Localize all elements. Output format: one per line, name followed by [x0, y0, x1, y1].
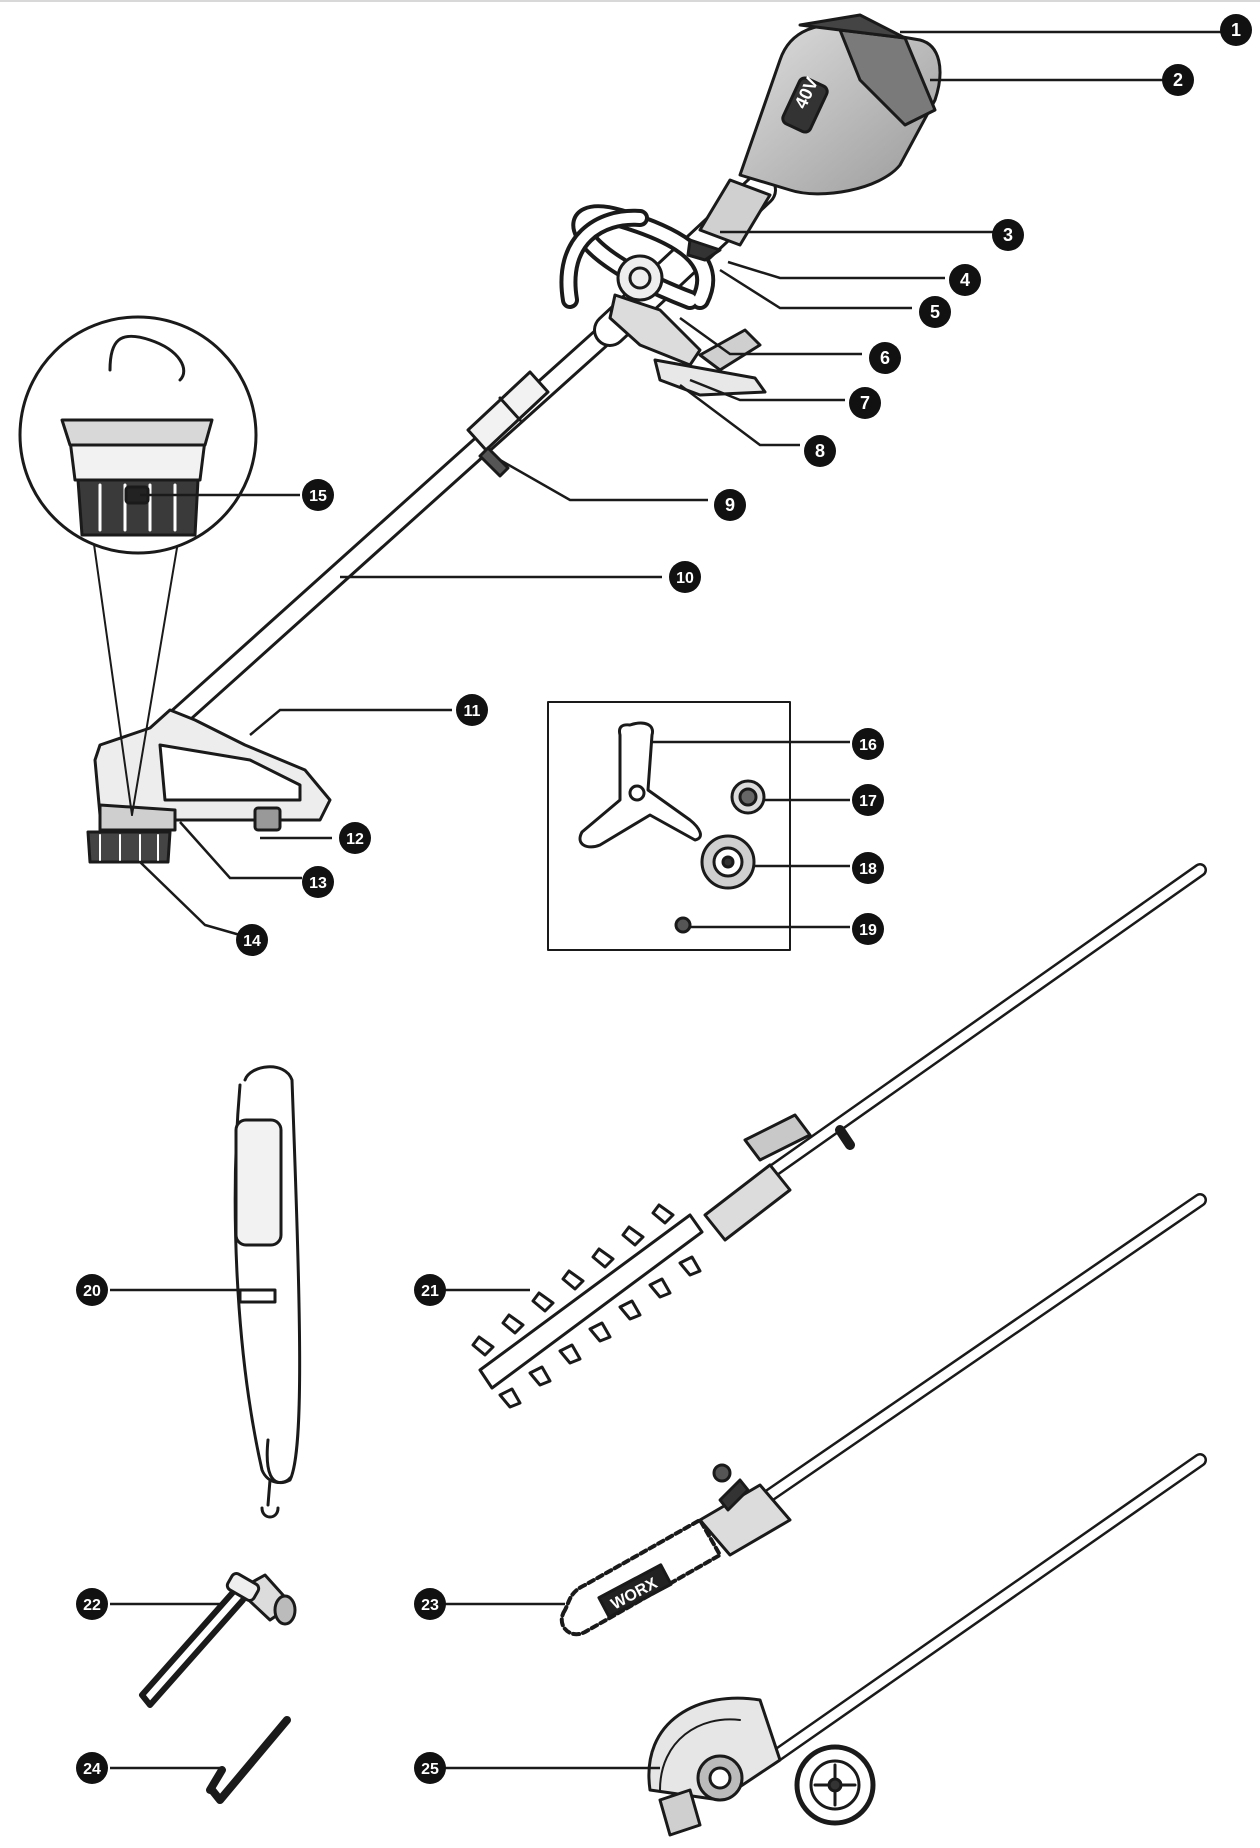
- callout-8: 8: [804, 435, 836, 467]
- callout-badge-circle: [456, 694, 488, 726]
- callout-number: 2: [1173, 70, 1183, 90]
- callout-number: 1: [1231, 20, 1241, 40]
- callout-22: 22: [76, 1588, 108, 1620]
- callout-number: 4: [960, 270, 970, 290]
- callout-number: 7: [860, 393, 870, 413]
- callout-number: 5: [930, 302, 940, 322]
- callout-number: 12: [346, 831, 364, 848]
- callout-21: 21: [414, 1274, 446, 1306]
- callout-number: 23: [421, 1597, 439, 1614]
- callout-20: 20: [76, 1274, 108, 1306]
- callout-badge-circle: [76, 1588, 108, 1620]
- callout-number: 11: [464, 703, 481, 720]
- callout-25: 25: [414, 1752, 446, 1784]
- callout-9: 9: [714, 489, 746, 521]
- shoulder-strap: [233, 1065, 302, 1519]
- top-border: [0, 0, 1260, 2]
- callout-14: 14: [236, 924, 268, 956]
- callout-badge-circle: [919, 296, 951, 328]
- callout-7: 7: [849, 387, 881, 419]
- callout-number: 16: [859, 737, 877, 754]
- callout-badge-circle: [949, 264, 981, 296]
- callout-number: 9: [725, 495, 735, 515]
- callout-13: 13: [302, 866, 334, 898]
- callout-24: 24: [76, 1752, 108, 1784]
- callout-badge-circle: [302, 479, 334, 511]
- callout-19: 19: [852, 913, 884, 945]
- edger-attachment: [647, 1453, 1207, 1837]
- callout-badge-circle: [339, 822, 371, 854]
- callout-badge-circle: [76, 1752, 108, 1784]
- callout-number: 15: [309, 488, 327, 505]
- callout-badge-circle: [852, 852, 884, 884]
- callout-number: 14: [243, 933, 261, 950]
- callout-12: 12: [339, 822, 371, 854]
- callout-number: 3: [1003, 225, 1013, 245]
- callout-18: 18: [852, 852, 884, 884]
- callout-6: 6: [869, 342, 901, 374]
- callout-number: 21: [421, 1283, 439, 1300]
- callout-10: 10: [669, 561, 701, 593]
- callout-3: 3: [992, 219, 1024, 251]
- callout-badge-circle: [236, 924, 268, 956]
- callout-badge-circle: [414, 1752, 446, 1784]
- callout-number: 13: [309, 875, 327, 892]
- power-head: 40V: [686, 13, 942, 262]
- callout-badge-circle: [852, 784, 884, 816]
- callout-badge-circle: [852, 728, 884, 760]
- t-wrench: [139, 1572, 297, 1708]
- callout-16: 16: [852, 728, 884, 760]
- callout-2: 2: [1162, 64, 1194, 96]
- callout-badge-circle: [849, 387, 881, 419]
- blade-kit-box: [547, 701, 791, 951]
- callout-badge-circle: [852, 913, 884, 945]
- callout-badge-circle: [1220, 14, 1252, 46]
- main-shaft: [159, 173, 777, 736]
- callout-badge-circle: [804, 435, 836, 467]
- leader-lines: [110, 30, 1222, 1770]
- callout-badge-circle: [76, 1274, 108, 1306]
- cutting-head: [86, 708, 332, 864]
- callout-badge-circle: [414, 1274, 446, 1306]
- callout-badge-circle: [869, 342, 901, 374]
- callout-number: 8: [815, 441, 825, 461]
- callout-badge-circle: [669, 561, 701, 593]
- callout-badge-circle: [414, 1588, 446, 1620]
- callout-11: 11: [456, 694, 488, 726]
- callout-badge-circle: [992, 219, 1024, 251]
- callout-number: 22: [83, 1597, 101, 1614]
- callout-number: 17: [859, 793, 877, 810]
- callout-1: 1: [1220, 14, 1252, 46]
- callout-badge-circle: [1162, 64, 1194, 96]
- callout-badge-circle: [302, 866, 334, 898]
- shaft-coupler: [466, 370, 550, 478]
- hedge-trimmer-attachment: [471, 863, 1207, 1409]
- callout-15: 15: [302, 479, 334, 511]
- callout-number: 19: [859, 922, 877, 939]
- callout-number: 24: [83, 1761, 101, 1778]
- callout-23: 23: [414, 1588, 446, 1620]
- d-handle: [559, 204, 716, 367]
- callout-badge-circle: [714, 489, 746, 521]
- callout-number: 18: [859, 861, 877, 878]
- hex-key: [206, 1716, 291, 1804]
- callout-4: 4: [949, 264, 981, 296]
- callout-number: 20: [83, 1283, 101, 1300]
- callout-17: 17: [852, 784, 884, 816]
- pole-saw-attachment: WORX: [559, 1193, 1207, 1637]
- callout-number: 6: [880, 348, 890, 368]
- callout-number: 25: [421, 1761, 439, 1778]
- callout-number: 10: [676, 570, 694, 587]
- callout-5: 5: [919, 296, 951, 328]
